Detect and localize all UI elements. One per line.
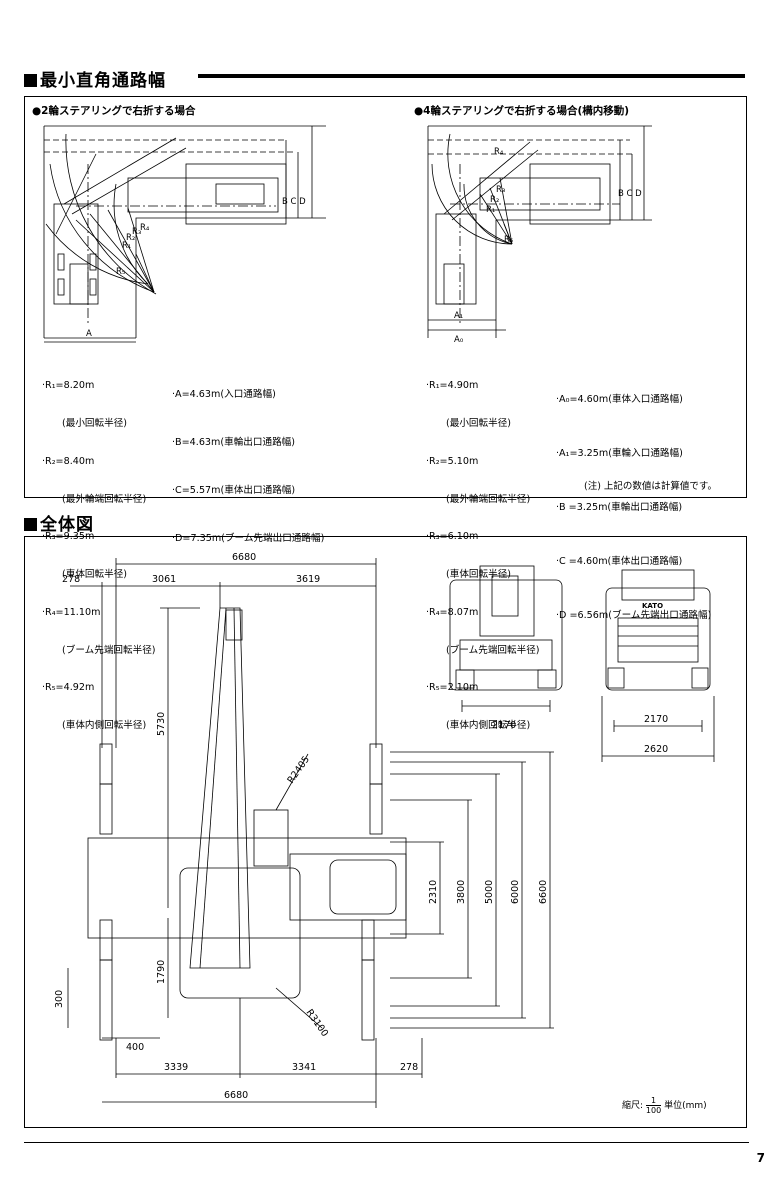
right-a0-label: A₀ [454,335,464,345]
right-r5-label: R₅ [504,235,513,245]
left-r3-label: R₃ [132,227,141,237]
left-heading: ●2輪ステアリングで右折する場合 [32,105,196,117]
section-title-overall: 全体図 [24,510,94,535]
calc-note: (注) 上記の数値は計算値です。 [584,481,717,492]
crane-front-view-drawing: KATO 2170 2620 [601,569,715,762]
dim-boom-height: 5730 [156,712,167,736]
right-r2-label: R₂ [490,195,499,205]
dim-bottom-total: 6680 [224,1090,248,1101]
right-r4-label: R₄ [494,147,504,157]
dim-v2310: 2310 [428,880,439,904]
right-bcd-label: B C D [618,189,642,199]
title-rule [198,74,745,78]
left-r4-label: R₄ [140,223,150,233]
crane-rear-view-drawing: 2170 [449,565,563,731]
square-bullet-icon [24,518,37,531]
dim-v3800: 3800 [456,880,467,904]
dim-lower-left: 1790 [156,960,167,984]
left-r2-label: R₂ [126,233,135,243]
front-width2-label: 2620 [644,744,668,755]
dim-bottom-right: 3341 [292,1062,316,1073]
min-aisle-box [24,96,747,498]
footer-rule [24,1142,749,1143]
right-r3-label: R₃ [496,185,505,195]
brand-logo: KATO [642,602,663,610]
overall-drawing-box [24,536,747,1128]
left-a-label: A [86,329,92,339]
dim-v5000: 5000 [484,880,495,904]
dim-left-small: 300 [54,990,65,1008]
right-r1-label: R₁ [486,205,495,215]
left-bcd-label: B C D [282,197,306,207]
square-bullet-icon [24,74,37,87]
dim-v6600: 6600 [538,880,549,904]
dim-v6000: 6000 [510,880,521,904]
left-r5-label: R₅ [116,267,125,277]
dim-r3100: R3100 [304,1007,331,1039]
dim-r2405: R2405 [285,754,312,786]
left-legend-col2: ·A=4.63m(入口通路幅) ·B=4.63m(車輪出口通路幅) ·C=5.5… [172,389,325,544]
dim-top-right: 3619 [296,574,320,585]
left-r1-label: R₁ [122,241,131,251]
dim-bottom-278: 278 [400,1062,418,1073]
dim-top-left: 278 [62,574,80,585]
two-wheel-steering-diagram: B C D A R₁ R₂ R₃ R₄ R₅ [43,125,326,343]
dim-bottom-left: 3339 [164,1062,188,1073]
page-number: 7 [756,1151,765,1165]
rear-width-label: 2170 [492,720,516,731]
dim-top-total: 6680 [232,552,256,563]
dim-left-400: 400 [126,1042,144,1053]
right-heading: ●4輪ステアリングで右折する場合(構内移動) [414,105,630,117]
section-title-min-aisle: 最小直角通路幅 [24,66,166,91]
right-legend-col2: ·A₀=4.60m(車体入口通路幅) ·A₁=3.25m(車輪入口通路幅) ·B… [556,394,712,621]
right-a1-label: A₁ [454,311,463,321]
dim-top-mid: 3061 [152,574,176,585]
four-wheel-steering-diagram: B C D A₁ A₀ R₁ R₂ R₃ R₄ R₅ [427,125,652,345]
crane-top-view-drawing: 6680 278 3061 3619 5730 R2405 1790 300 4… [54,552,554,1108]
front-width1-label: 2170 [644,714,668,725]
